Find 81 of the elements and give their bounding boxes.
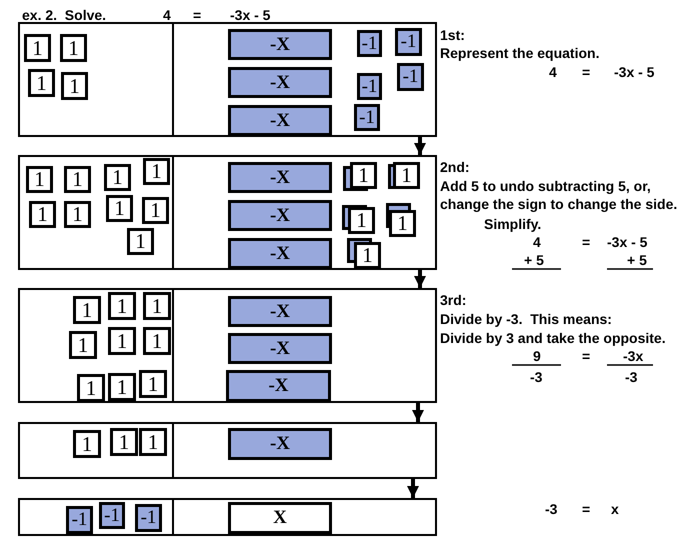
unit-tile: 1 — [77, 374, 105, 402]
unit-tile: 1 — [139, 370, 167, 398]
unit-tile: 1 — [73, 296, 101, 324]
equation-term: = — [582, 501, 590, 517]
equation-term: -3 — [625, 369, 638, 385]
equation-term: = — [193, 7, 202, 23]
negative-unit-tile: -1 — [99, 502, 125, 529]
step-heading: 2nd: — [440, 159, 470, 175]
unit-tile: 1 — [108, 373, 136, 401]
unit-tile: 1 — [60, 34, 87, 62]
equation-term: 4 — [549, 64, 557, 80]
unit-tile: 1 — [143, 327, 171, 355]
instruction-text: Divide by 3 and take the opposite. — [440, 330, 666, 346]
step-panel — [18, 155, 437, 270]
unit-tile: 1 — [108, 292, 136, 320]
arrow — [407, 479, 419, 498]
unit-tile: 1 — [73, 430, 101, 458]
unit-tile: 1 — [29, 201, 56, 228]
title: ex. 2. Solve. — [22, 7, 106, 23]
unit-tile: 1 — [64, 166, 91, 193]
negative-unit-tile: -1 — [357, 30, 382, 57]
unit-tile: 1 — [104, 164, 131, 191]
instruction-text: Divide by -3. This means: — [440, 311, 612, 327]
negative-x-tile: -X — [228, 238, 332, 269]
equation-term: -3 — [545, 501, 558, 517]
arrow — [414, 137, 426, 155]
negative-unit-tile: -1 — [135, 504, 162, 532]
equation-term: -3x - 5 — [230, 7, 270, 23]
equation-term: + 5 — [524, 252, 544, 268]
negative-x-tile: -X — [228, 29, 332, 60]
unit-tile: 1 — [28, 69, 55, 97]
unit-tile: 1 — [26, 166, 53, 193]
negative-unit-tile: -1 — [397, 63, 424, 91]
equation-term: -3x - 5 — [614, 64, 654, 80]
equation-term: x — [611, 501, 619, 517]
step-panel — [18, 288, 437, 403]
negative-x-tile: -X — [228, 105, 332, 136]
equation-term: 9 — [533, 348, 541, 364]
negative-unit-tile: -1 — [66, 506, 93, 534]
equation-term: 4 — [533, 234, 541, 250]
negative-x-tile: -X — [228, 296, 332, 327]
equation-term: -3x - 5 — [607, 234, 648, 250]
arrow — [412, 403, 424, 422]
negative-x-tile: -X — [228, 200, 332, 231]
step-heading: 1st: — [440, 27, 465, 43]
equation-term: = — [582, 64, 590, 80]
equation-term: = — [582, 348, 590, 364]
unit-tile: 1 — [108, 327, 136, 355]
unit-tile: 1 — [139, 428, 167, 456]
negative-unit-tile: -1 — [357, 73, 382, 100]
instruction-text: Simplify. — [484, 216, 542, 232]
equation-term: -3x — [623, 348, 644, 364]
unit-tile: 1 — [64, 201, 91, 228]
negative-unit-tile: -1 — [354, 104, 380, 131]
negative-x-tile: -X — [228, 162, 332, 193]
unit-tile: 1 — [61, 72, 88, 100]
negative-unit-tile: -1 — [395, 28, 422, 56]
step-heading: 3rd: — [440, 292, 466, 308]
step-panel — [18, 22, 437, 137]
unit-tile: 1 — [143, 292, 171, 320]
arrow — [414, 270, 426, 288]
unit-tile: 1 — [106, 195, 133, 222]
step-panel — [18, 422, 437, 479]
instruction-text: Represent the equation. — [440, 45, 600, 61]
x-tile: X — [228, 502, 332, 534]
negative-x-tile: -X — [228, 428, 332, 460]
equation-term: = — [582, 234, 590, 250]
unit-tile: 1 — [110, 428, 138, 456]
step-panel — [18, 498, 437, 536]
unit-tile: 1 — [69, 331, 97, 359]
unit-tile: 1 — [142, 197, 169, 224]
equation-term: 4 — [163, 7, 171, 23]
equation-term: + 5 — [627, 252, 647, 268]
instruction-text: Add 5 to undo subtracting 5, or, change the sign to change the side. — [440, 177, 678, 213]
unit-tile: 1 — [143, 158, 170, 185]
unit-tile: 1 — [127, 228, 154, 255]
negative-x-tile: -X — [228, 333, 332, 364]
negative-x-tile: -X — [226, 370, 331, 402]
equation-term: -3 — [530, 369, 542, 385]
unit-tile: 1 — [24, 34, 51, 62]
negative-x-tile: -X — [228, 67, 332, 98]
